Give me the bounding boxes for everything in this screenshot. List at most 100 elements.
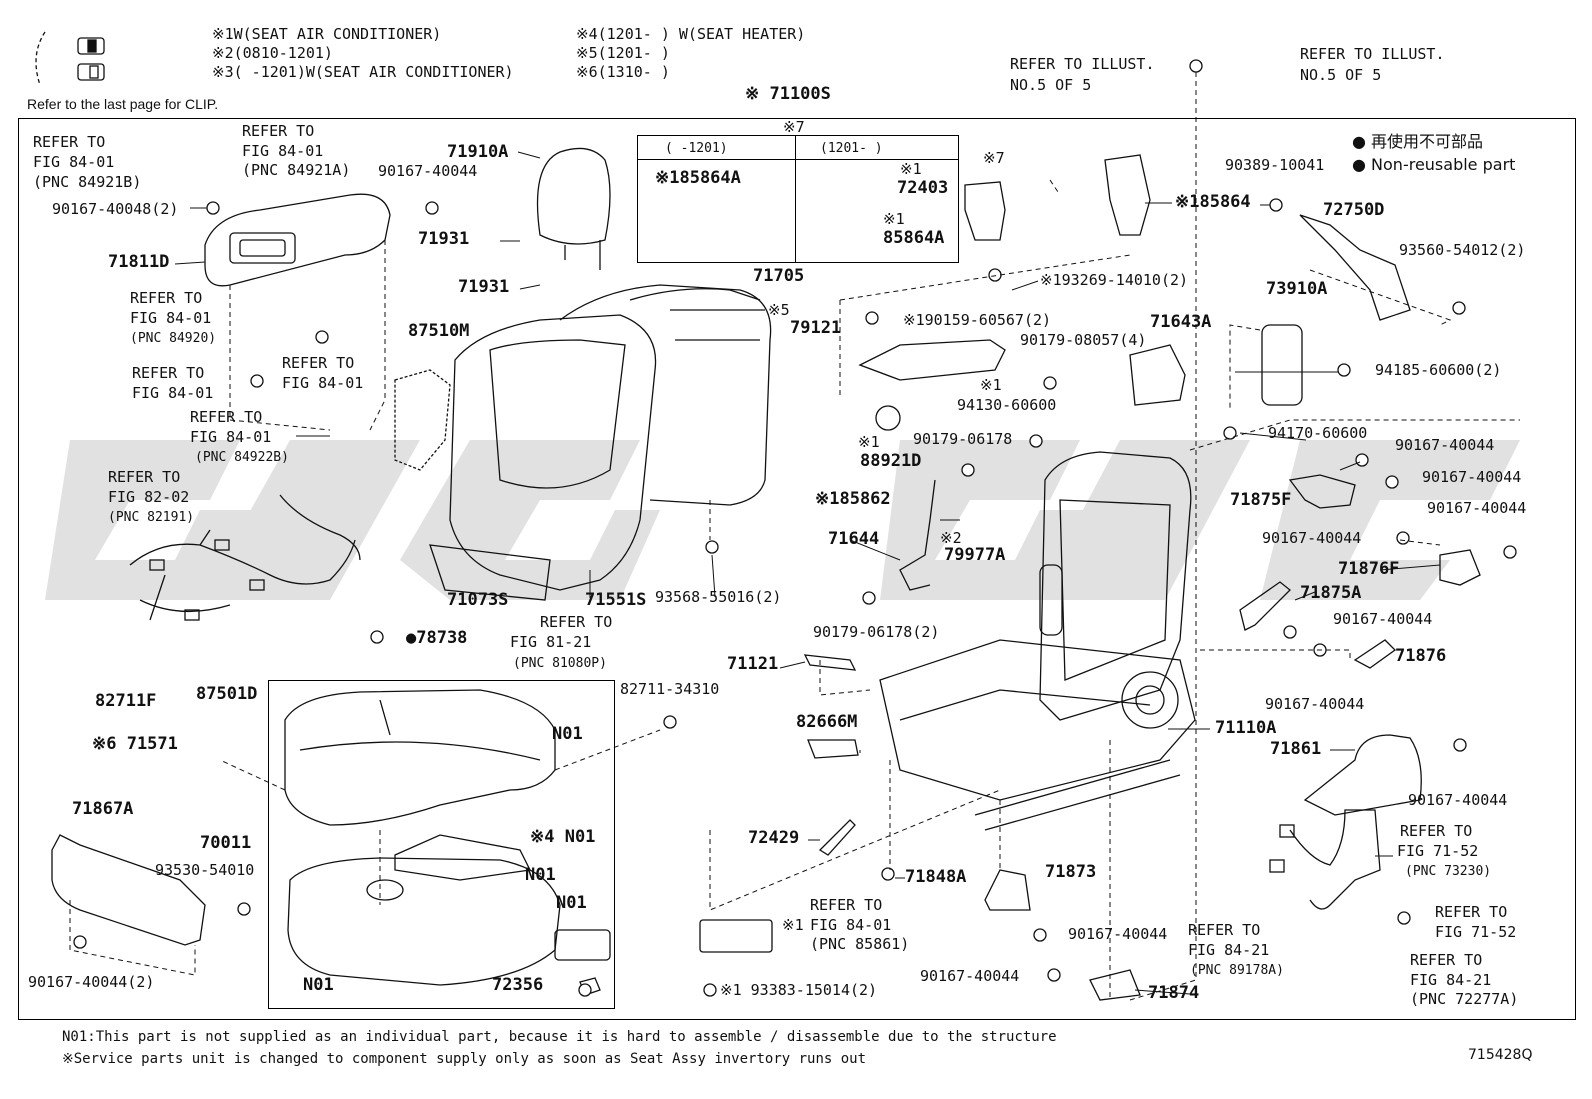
part-label: 82711F (95, 691, 157, 711)
cushion-inset-frame (268, 680, 615, 1009)
note-box-col2-head: (1201- ) (820, 141, 883, 156)
part-label: 73910A (1266, 279, 1328, 299)
seat-back-pad (394, 369, 451, 471)
cap-88921D (875, 405, 901, 431)
part-label: 70011 (200, 833, 252, 853)
part-label: REFER TO (132, 364, 205, 382)
part-label: (PNC 82191) (108, 510, 195, 525)
part-label: 72429 (748, 828, 800, 848)
note-box-mark: ※7 (783, 118, 805, 136)
part-label: (PNC 85861) (810, 935, 910, 953)
variant-note-box (637, 135, 959, 263)
part-label: FIG 84-01 (132, 384, 214, 402)
part-label: 90179-06178 (913, 430, 1013, 448)
refer-illust-1b: NO.5 OF 5 (1010, 76, 1092, 94)
part-label: ※1 93383-15014(2) (720, 981, 878, 999)
part-label: 87510M (408, 321, 470, 341)
part-label: ※2 (940, 529, 962, 547)
footer-note-n01: N01:This part is not supplied as an indi… (62, 1029, 1057, 1045)
heater-mat (394, 834, 531, 881)
part-label: REFER TO (540, 613, 613, 631)
part-label: 90167-40044 (1068, 925, 1168, 943)
part-label: 90167-40044 (1395, 436, 1495, 454)
part-label: 90389-10041 (1225, 156, 1325, 174)
part-label: 93568-55016(2) (655, 588, 782, 606)
part-label: ※185864 (1175, 192, 1251, 212)
legend-note-6: ※6(1310- ) (576, 63, 670, 81)
part-label: (PNC 73230) (1405, 864, 1492, 879)
part-label: 71705 (753, 266, 805, 286)
part-label: 88921D (860, 451, 922, 471)
part-label: 90179-06178(2) (813, 623, 940, 641)
part-label: N01 (303, 975, 334, 995)
part-label: ※4 N01 (530, 827, 596, 847)
part-label: 71551S (585, 590, 647, 610)
part-label: FIG 84-01 (810, 916, 892, 934)
part-label: (PNC 84920) (130, 331, 217, 346)
refer-illust-2: REFER TO ILLUST. (1300, 45, 1445, 63)
legend-jp: ● 再使用不可部品 (1352, 132, 1484, 151)
part-label: 90179-08057(4) (1020, 331, 1147, 349)
bolt-icons (73, 59, 1517, 997)
legend-note-4: ※4(1201- ) W(SEAT HEATER) (576, 25, 806, 43)
part-label: 72356 (492, 975, 544, 995)
part-label: (PNC 84921A) (242, 161, 351, 179)
part-label: REFER TO (810, 896, 883, 914)
seat-back-board (429, 544, 551, 601)
seat-ecu (699, 919, 773, 953)
bracket-82666M (807, 739, 859, 759)
part-label: 90167-40048(2) (52, 200, 179, 218)
part-label: REFER TO (1435, 903, 1508, 921)
part-label: FIG 71-52 (1397, 842, 1479, 860)
assembly-code: ※ 71100S (745, 84, 831, 104)
diagram-frame (18, 118, 1576, 1020)
part-label: 79977A (944, 545, 1006, 565)
part-label: ●78738 (406, 628, 468, 648)
legend-en: ● Non-reusable part (1352, 155, 1516, 174)
part-label: 90167-40044 (920, 967, 1020, 985)
part-label: 82711-34310 (620, 680, 720, 698)
part-label: (PNC 72277A) (1410, 990, 1519, 1008)
part-label: 71643A (1150, 312, 1212, 332)
part-label: N01 (525, 865, 556, 885)
seat-back-cover (449, 284, 772, 591)
part-label: REFER TO (33, 133, 106, 151)
seat-track-sensor (1299, 214, 1411, 321)
part-label: (PNC 84922B) (195, 450, 289, 465)
seat-side-cover (204, 193, 391, 287)
lumbar-bracket (1288, 474, 1356, 509)
part-label: FIG 84-01 (190, 428, 272, 446)
part-label: 94185-60600(2) (1375, 361, 1502, 379)
part-label: ※5 (768, 301, 790, 319)
part-label: 90167-40044 (378, 162, 478, 180)
clip-bracket (35, 31, 46, 86)
part-label: (PNC 89178A) (1190, 963, 1284, 978)
leader-lines (69, 72, 1520, 1001)
part-label: 82666M (796, 712, 858, 732)
occupant-sensor (554, 929, 611, 961)
figure-code: 715428Q (1468, 1047, 1533, 1063)
part-label: 79121 (790, 318, 842, 338)
part-label: 71876F (1338, 559, 1400, 579)
seat-cushion-cover (284, 689, 556, 826)
side-trim (1239, 581, 1291, 631)
part-label: REFER TO (282, 354, 355, 372)
part-label: ※1 (858, 433, 880, 451)
part-label: 93530-54010 (155, 861, 255, 879)
part-label: 71861 (1270, 739, 1322, 759)
part-label: FIG 82-02 (108, 488, 190, 506)
part-label: (PNC 84921B) (33, 173, 142, 191)
part-label: 71867A (72, 799, 134, 819)
headrest (536, 147, 611, 270)
legend-note-1: ※1W(SEAT AIR CONDITIONER) (212, 25, 442, 43)
legend-note-3: ※3( -1201)W(SEAT AIR CONDITIONER) (212, 63, 514, 81)
part-label: (PNC 81080P) (513, 656, 607, 671)
part-label: 90167-40044 (1422, 468, 1522, 486)
seat-belt-buckle (1289, 809, 1381, 910)
part-label: 90167-40044 (1427, 499, 1527, 517)
wire-71644 (899, 479, 936, 591)
note-box-col2-part-b: 85864A (883, 228, 945, 248)
part-label: FIG 71-52 (1435, 923, 1517, 941)
recliner-cover (1439, 549, 1481, 586)
